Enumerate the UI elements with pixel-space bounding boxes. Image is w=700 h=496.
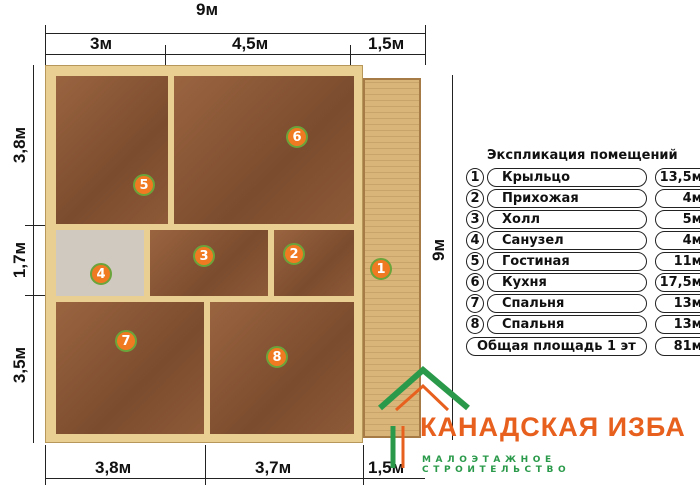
dim-bottom-2: 3,7м	[255, 458, 292, 477]
legend-room-name: Кухня	[487, 273, 647, 292]
dim-tick	[45, 25, 46, 65]
legend-total-area: 81м²	[655, 337, 700, 356]
dim-bottom-1: 3,8м	[95, 458, 132, 477]
dim-tick	[25, 295, 45, 296]
legend-room-name: Гостиная	[487, 252, 647, 271]
room-living	[56, 76, 168, 224]
dim-line	[45, 478, 425, 479]
room-bedroom-1	[56, 302, 204, 434]
room-marker-8: 8	[266, 346, 288, 368]
dim-tick	[165, 45, 166, 65]
dim-top-1: 3м	[90, 34, 113, 53]
dim-line	[33, 65, 34, 443]
dim-tick	[350, 45, 351, 65]
dim-left-2: 1,7м	[10, 241, 30, 279]
dim-tick	[25, 225, 45, 226]
dim-left-3: 3,5м	[10, 346, 30, 384]
room-marker-5: 5	[133, 174, 155, 196]
dim-tick	[205, 445, 206, 485]
legend-room-name: Крыльцо	[487, 168, 647, 187]
room-marker-1: 1	[370, 258, 392, 280]
room-marker-3: 3	[193, 245, 215, 267]
legend-room-name: Холл	[487, 210, 647, 229]
dim-line	[45, 54, 425, 55]
dim-tick	[425, 25, 426, 65]
legend-number: 3	[466, 210, 484, 229]
floor-plan	[45, 65, 363, 443]
dim-tick	[363, 445, 364, 485]
legend-total: Общая площадь 1 эт 81м²	[466, 337, 700, 356]
room-marker-7: 7	[115, 330, 137, 352]
legend-room-area: 17,5м²	[655, 273, 700, 292]
dim-right: 9м	[429, 238, 449, 262]
legend-room-area: 4м²	[655, 231, 700, 250]
legend-number: 4	[466, 231, 484, 250]
legend-total-label: Общая площадь 1 эт	[466, 337, 647, 356]
logo-name: КАНАДСКАЯ ИЗБА	[420, 412, 686, 442]
legend-room-name: Прихожая	[487, 189, 647, 208]
dim-line	[45, 33, 425, 34]
dim-left-1: 3,8м	[10, 126, 30, 164]
legend-room-area: 13м²	[655, 315, 700, 334]
dim-top-2: 4,5м	[232, 34, 269, 53]
room-bedroom-2	[210, 302, 354, 434]
room-kitchen	[174, 76, 354, 224]
dim-top-3: 1,5м	[368, 34, 405, 53]
legend-number: 5	[466, 252, 484, 271]
room-marker-6: 6	[286, 126, 308, 148]
room-entry	[274, 230, 354, 296]
legend-room-area: 13м²	[655, 294, 700, 313]
dim-line	[452, 75, 453, 440]
legend-number: 8	[466, 315, 484, 334]
room-marker-2: 2	[283, 243, 305, 265]
legend-number: 7	[466, 294, 484, 313]
dim-tick	[45, 445, 46, 485]
legend-number: 2	[466, 189, 484, 208]
legend-title: Экспликация помещений	[487, 148, 678, 163]
legend-number: 1	[466, 168, 484, 187]
legend-room-area: 13,5м²	[655, 168, 700, 187]
logo-house-icon	[378, 366, 470, 468]
legend-number: 6	[466, 273, 484, 292]
legend-room-name: Спальня	[487, 294, 647, 313]
dim-top-total: 9м	[196, 0, 219, 19]
room-marker-4: 4	[90, 263, 112, 285]
legend-room-area: 5м²	[655, 210, 700, 229]
legend-room-name: Санузел	[487, 231, 647, 250]
legend-room-name: Спальня	[487, 315, 647, 334]
legend-room-area: 4м²	[655, 189, 700, 208]
legend-room-area: 11м²	[655, 252, 700, 271]
logo-tagline: МАЛОЭТАЖНОЕ СТРОИТЕЛЬСТВО	[422, 455, 571, 475]
